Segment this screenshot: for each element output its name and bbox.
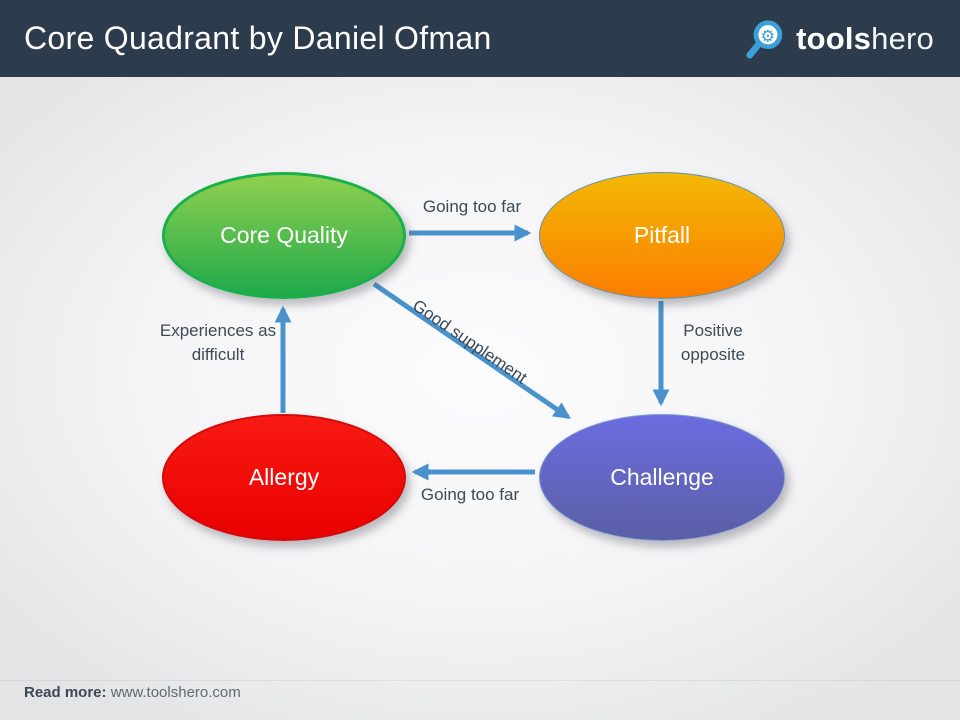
node-allergy: Allergy [162,414,406,541]
arrow-layer [274,224,670,481]
read-more-label: Read more: [24,684,107,701]
logo-hero: hero [871,20,934,56]
diagram-canvas: Core Quality Pitfall Allergy Challenge G… [0,77,960,720]
logo-wordmark: toolshero [796,21,934,57]
edge-label-going-too-far-top: Going too far [422,197,522,216]
arrow-core-to-challenge [372,281,571,420]
page-title: Core Quadrant by Daniel Ofman [24,20,492,56]
node-allergy-label: Allergy [248,464,320,490]
footer-divider [0,680,960,681]
footer: Read more: www.toolshero.com [24,684,241,701]
header-bar: Core Quadrant by Daniel Ofman ⚙ toolsher… [0,0,960,77]
node-challenge-label: Challenge [610,464,714,490]
node-challenge: Challenge [539,414,785,541]
edge-label-going-too-far-bottom: Going too far [420,485,520,504]
magnifier-gear-icon: ⚙ [746,19,783,59]
edge-label-experiences-as-difficult: Experiences as difficult [159,321,277,364]
footer-url: www.toolshero.com [110,684,241,701]
node-pitfall-label: Pitfall [633,222,691,248]
node-core-quality-label: Core Quality [220,222,348,248]
node-core-quality: Core Quality [162,172,406,299]
toolshero-logo: ⚙ toolshero [745,18,934,60]
gear-glyph: ⚙ [761,27,776,45]
node-pitfall: Pitfall [539,172,785,299]
logo-tools: tools [796,20,872,56]
edge-label-positive-opposite: Positive opposite [680,321,746,364]
